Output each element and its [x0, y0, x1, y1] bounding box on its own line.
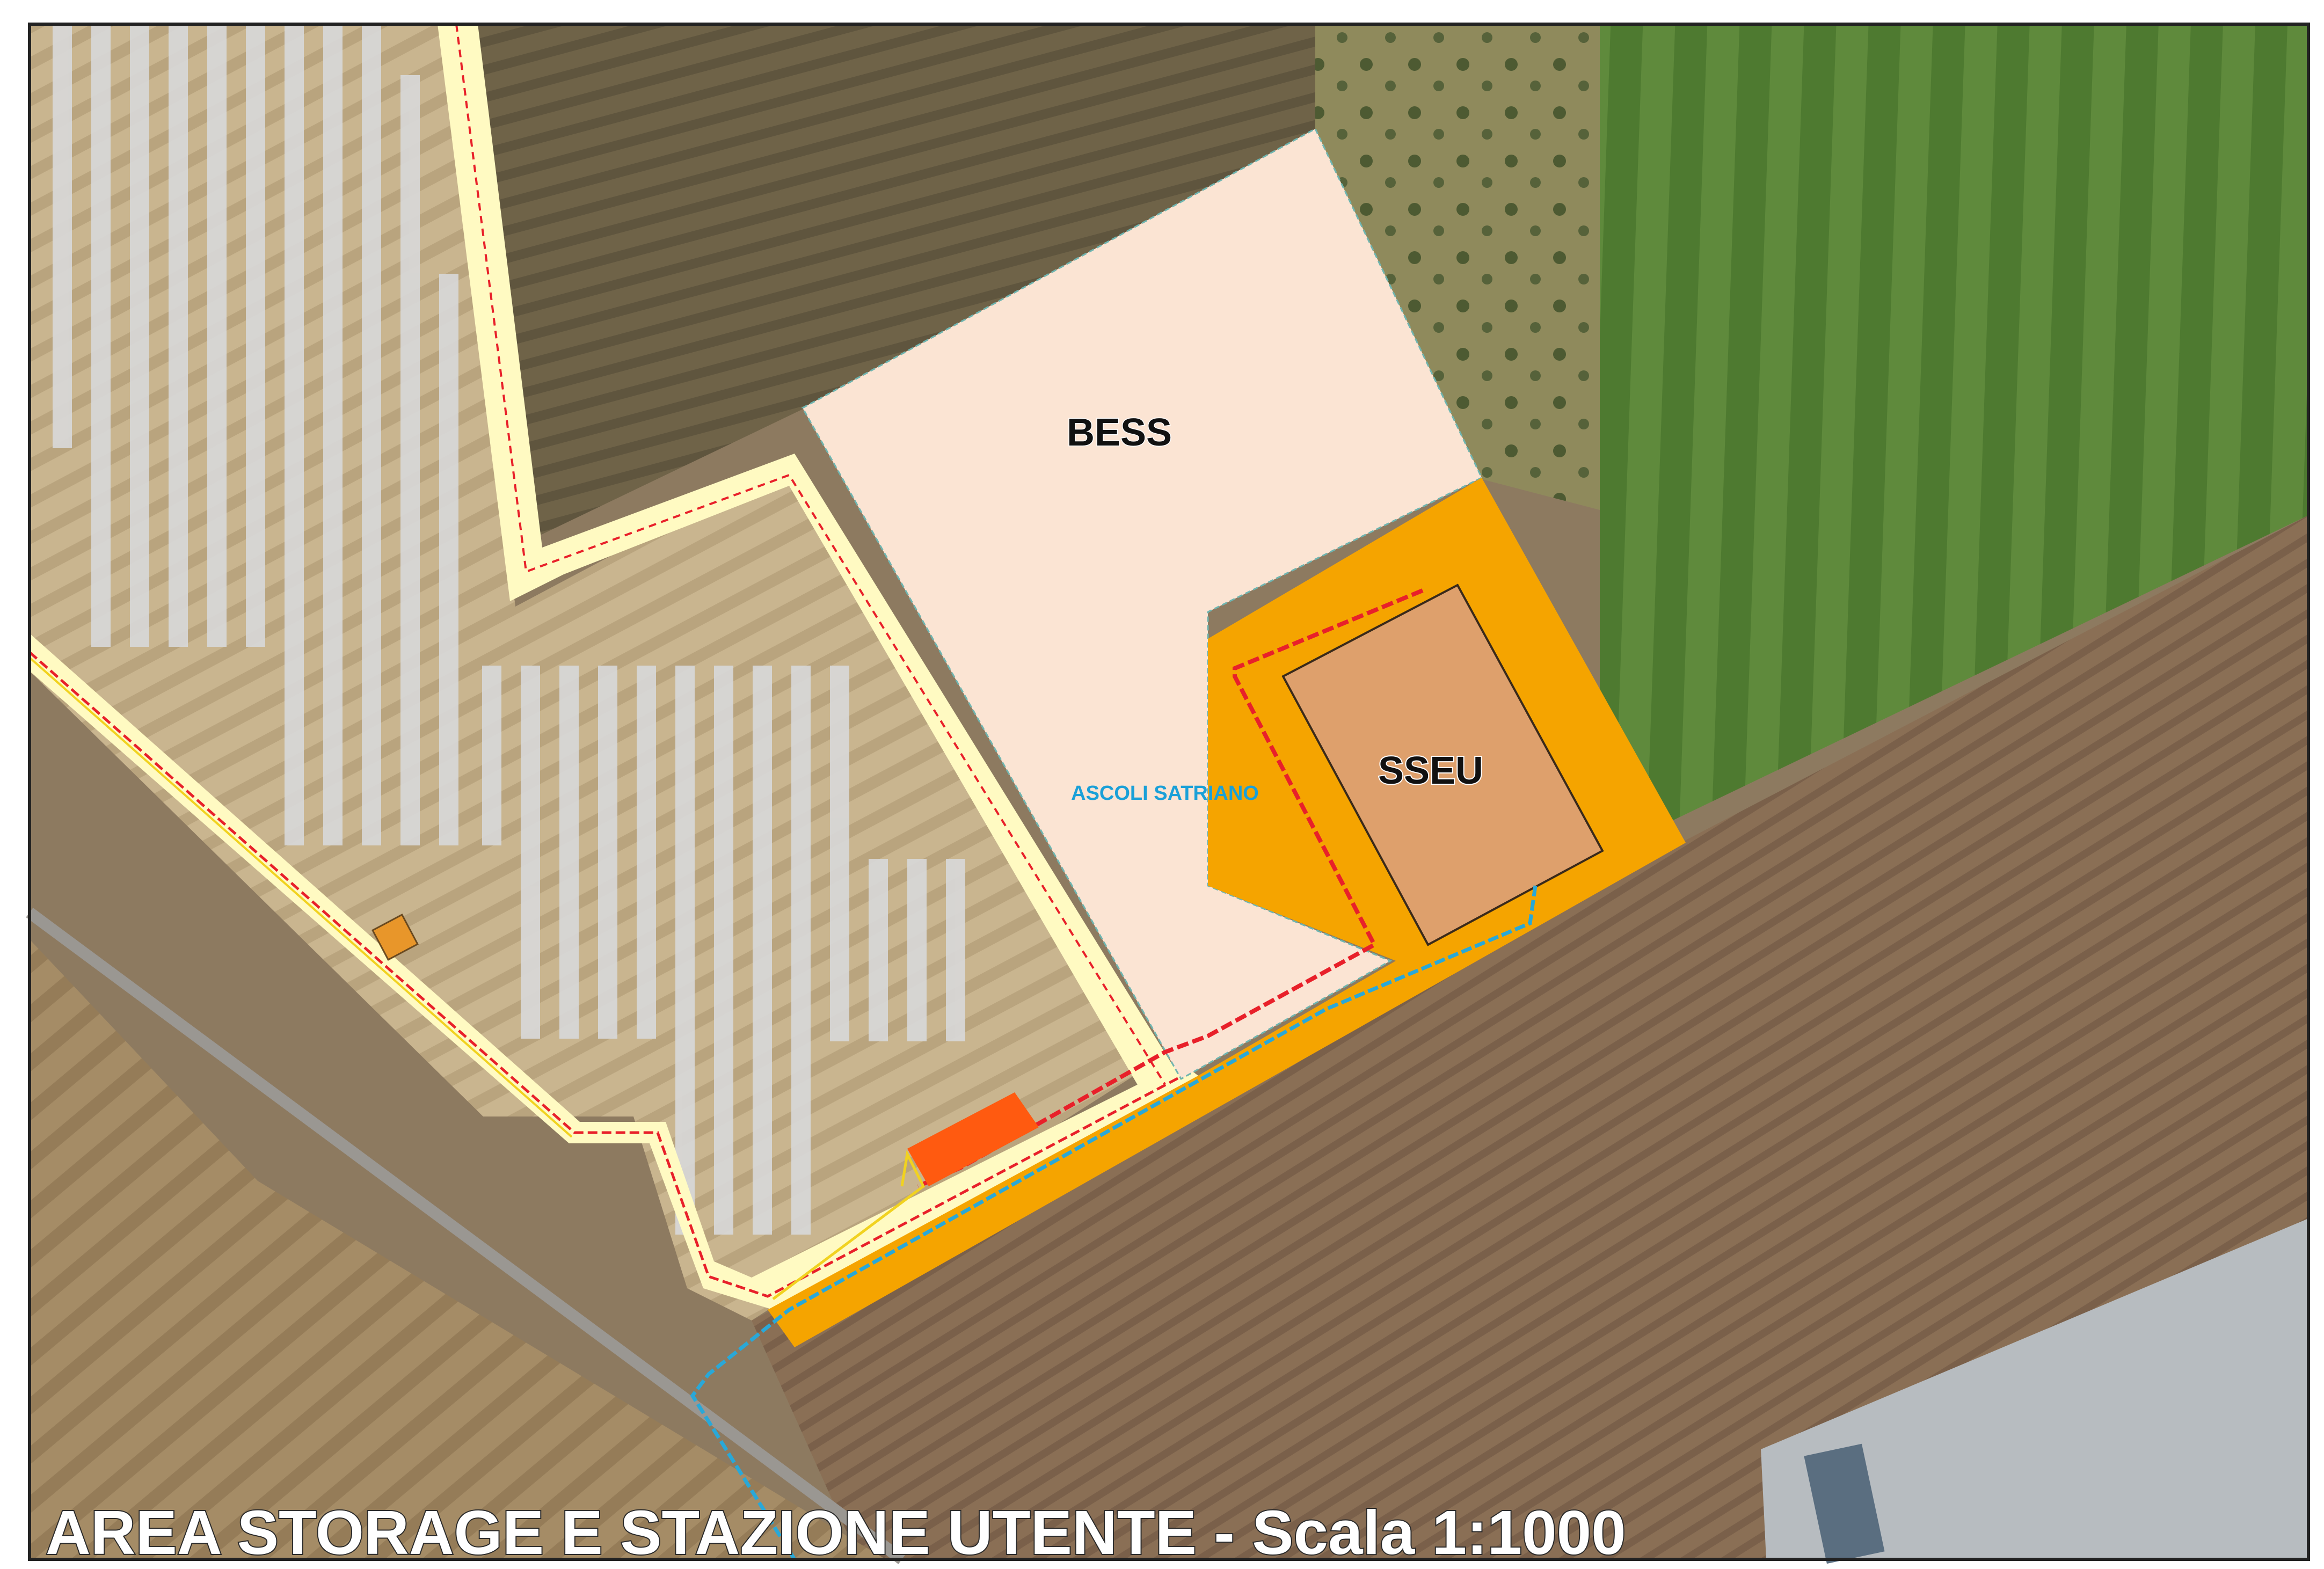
map-title: AREA STORAGE E STAZIONE UTENTE - Scala 1…	[46, 1498, 1626, 1567]
delivery-cabin	[907, 1092, 1039, 1186]
label-bess: BESS	[1067, 411, 1172, 454]
rural-road	[26, 908, 906, 1564]
label-sseu: SSEU	[1378, 749, 1483, 792]
access-road	[28, 24, 1203, 1310]
map-frame	[28, 23, 2310, 1561]
existing-substation	[1761, 1218, 2308, 1559]
pv-panel-rows	[53, 24, 965, 1235]
label-municipality: ASCOLI SATRIANO	[1071, 782, 1259, 805]
hv-cable	[690, 885, 1538, 1560]
cabin-small	[371, 914, 419, 961]
sseu-building	[1281, 583, 1604, 946]
